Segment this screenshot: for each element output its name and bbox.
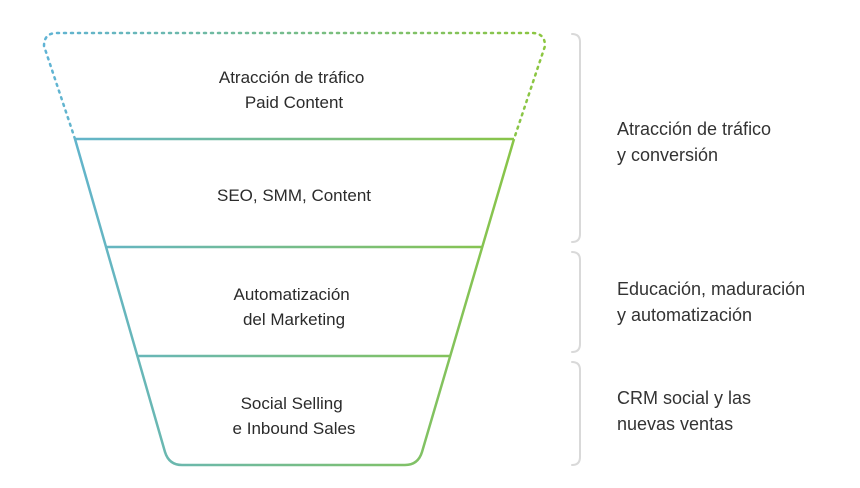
stage-1-line-1: Atracción de tráfico: [219, 68, 365, 87]
stage-4-line-2: e Inbound Sales: [233, 419, 356, 438]
bracket-group-2: [571, 251, 581, 353]
bracket-group-1: [571, 33, 581, 243]
side-group-3-label: CRM social y las nuevas ventas: [617, 388, 756, 434]
stage-4-label: Social Selling e Inbound Sales: [233, 394, 356, 438]
stage-3-line-1: Automatización: [234, 285, 350, 304]
stage-4-line-1: Social Selling: [241, 394, 343, 413]
bracket-group-3: [571, 361, 581, 466]
funnel-top-dotted-outline: [42, 31, 547, 141]
side-group-2-line-2: y automatización: [617, 305, 752, 325]
side-group-1-line-2: y conversión: [617, 145, 718, 165]
funnel-body-outline: [73, 138, 516, 467]
side-group-3-line-1: CRM social y las: [617, 388, 751, 408]
stage-2-line-1: SEO, SMM, Content: [217, 186, 371, 205]
stage-3-label: Automatización del Marketing: [234, 285, 355, 329]
stage-3-line-2: del Marketing: [243, 310, 345, 329]
stage-1-label: Atracción de tráfico Paid Content: [219, 68, 369, 112]
side-group-1-label: Atracción de tráfico y conversión: [617, 119, 776, 165]
side-group-2-label: Educación, maduración y automatización: [617, 279, 810, 325]
stage-2-label: SEO, SMM, Content: [217, 186, 371, 205]
stage-1-line-2: Paid Content: [245, 93, 344, 112]
side-group-3-line-2: nuevas ventas: [617, 414, 733, 434]
side-group-1-line-1: Atracción de tráfico: [617, 119, 771, 139]
side-group-2-line-1: Educación, maduración: [617, 279, 805, 299]
